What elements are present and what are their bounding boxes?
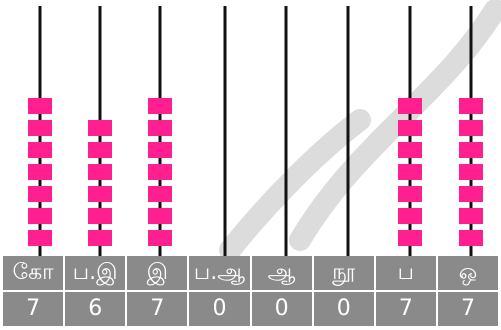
bead-col3-5: [148, 142, 172, 158]
bead-col7-7: [398, 98, 422, 114]
bead-col1-2: [28, 208, 52, 224]
bead-col8-3: [459, 186, 483, 202]
bead-col7-1: [398, 230, 422, 246]
bead-col8-1: [459, 230, 483, 246]
place-label-5: ஆ: [251, 256, 312, 290]
bead-col1-5: [28, 142, 52, 158]
abacus-beads: [28, 98, 483, 246]
bead-col3-7: [148, 98, 172, 114]
bead-col7-6: [398, 120, 422, 136]
bead-col1-4: [28, 164, 52, 180]
place-value-8: 7: [437, 292, 498, 326]
bead-col8-7: [459, 98, 483, 114]
bead-col3-3: [148, 186, 172, 202]
bead-col2-2: [88, 208, 112, 224]
bead-col1-7: [28, 98, 52, 114]
place-value-7: 7: [375, 292, 436, 326]
bead-col7-5: [398, 142, 422, 158]
bead-col8-6: [459, 120, 483, 136]
place-label-1: கோ: [3, 256, 64, 290]
place-value-3: 7: [127, 292, 188, 326]
bead-col2-3: [88, 186, 112, 202]
bead-col1-1: [28, 230, 52, 246]
bead-col2-1: [88, 230, 112, 246]
bead-col7-4: [398, 164, 422, 180]
bead-col8-5: [459, 142, 483, 158]
place-label-6: நூ: [313, 256, 374, 290]
bead-col8-4: [459, 164, 483, 180]
watermark: [219, 0, 501, 261]
bead-col2-5: [88, 142, 112, 158]
bead-col1-3: [28, 186, 52, 202]
bead-col1-6: [28, 120, 52, 136]
place-value-2: 6: [65, 292, 126, 326]
place-label-3: இ: [127, 256, 188, 290]
bead-col2-6: [88, 120, 112, 136]
bead-col3-1: [148, 230, 172, 246]
bead-col3-2: [148, 208, 172, 224]
place-value-4: 0: [189, 292, 250, 326]
bead-col7-3: [398, 186, 422, 202]
place-value-6: 0: [313, 292, 374, 326]
place-label-2: ப.இ: [65, 256, 126, 290]
bead-col3-6: [148, 120, 172, 136]
bead-col8-2: [459, 208, 483, 224]
place-value-1: 7: [3, 292, 64, 326]
bead-col2-4: [88, 164, 112, 180]
place-value-5: 0: [251, 292, 312, 326]
place-label-7: ப: [375, 256, 436, 290]
place-label-8: ஒ: [437, 256, 498, 290]
place-label-4: ப.ஆ: [189, 256, 250, 290]
bead-col3-4: [148, 164, 172, 180]
bead-col7-2: [398, 208, 422, 224]
